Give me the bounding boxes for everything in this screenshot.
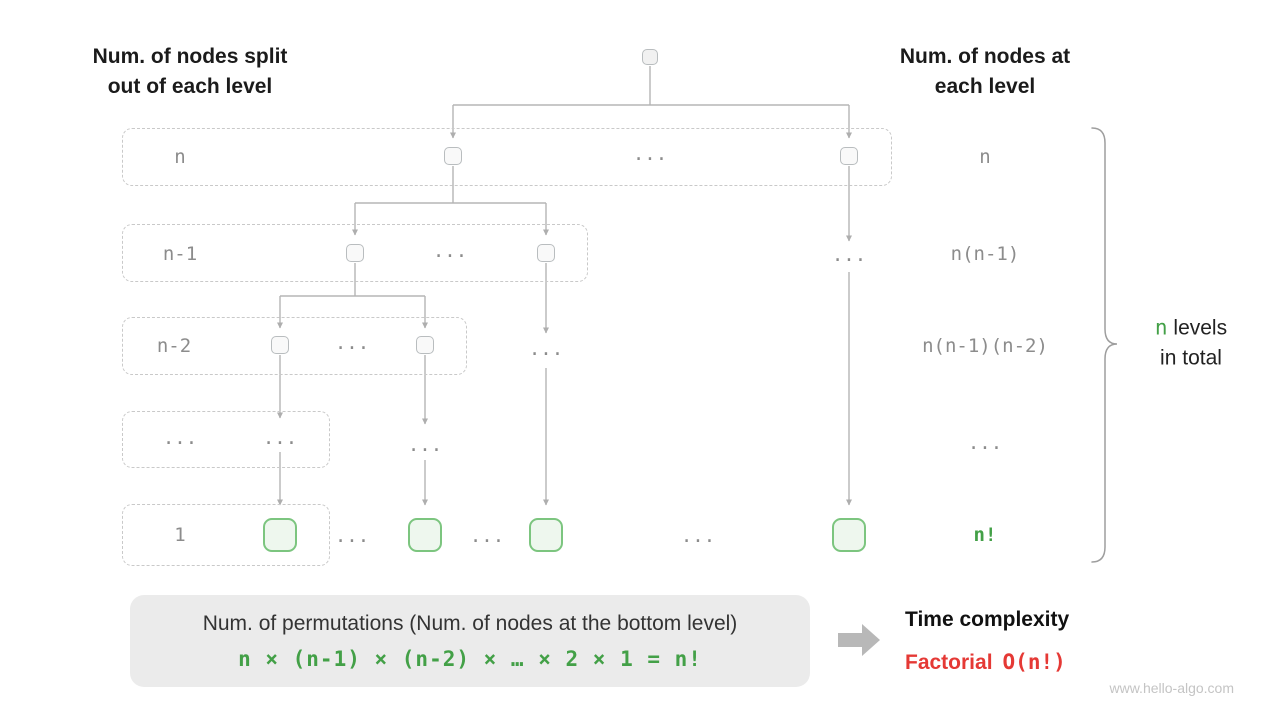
- brace-label-line2: in total: [1160, 346, 1222, 370]
- split-label-level-2: n-1: [162, 243, 198, 265]
- arrow-right-icon: [838, 624, 880, 656]
- count-label-level-4: ...: [967, 432, 1003, 454]
- summary-caption: Num. of permutations (Num. of nodes at t…: [202, 611, 738, 635]
- brace-icon: [1091, 127, 1118, 563]
- leaf-node: [529, 518, 563, 552]
- tree-node: [416, 336, 434, 354]
- leaf-node: [832, 518, 866, 552]
- level-box-2: [122, 224, 588, 282]
- tree-node: [537, 244, 555, 262]
- ellipsis: ...: [334, 332, 370, 354]
- tree-node: [444, 147, 462, 165]
- level-box-5: [122, 504, 330, 566]
- leaf-node: [408, 518, 442, 552]
- tree-node: [346, 244, 364, 262]
- brace-label-n: n: [1154, 315, 1168, 340]
- tree-edges: [277, 66, 852, 506]
- count-label-level-2: n(n-1): [950, 243, 1020, 265]
- result-notation: O(n!): [1002, 650, 1066, 674]
- result-title: Time complexity: [905, 608, 1070, 631]
- watermark: www.hello-algo.com: [1109, 680, 1235, 696]
- summary-formula: n × (n-1) × (n-2) × … × 2 × 1 = n!: [238, 646, 702, 671]
- leaf-node: [263, 518, 297, 552]
- split-label-level-1: n: [174, 146, 186, 168]
- count-label-level-3: n(n-1)(n-2): [922, 335, 1048, 357]
- right-header: Num. of nodes at each level: [899, 45, 1071, 98]
- count-label-level-1: n: [979, 146, 991, 168]
- level-box-4: [122, 411, 330, 468]
- ellipsis: ...: [831, 244, 867, 266]
- tree-node: [271, 336, 289, 354]
- split-label-level-5: 1: [174, 524, 186, 546]
- brace-label-line1: n levels: [1155, 313, 1227, 344]
- split-label-level-3: n-2: [156, 335, 192, 357]
- brace-label-levels: levels: [1173, 316, 1228, 340]
- ellipsis: ...: [334, 525, 370, 547]
- brace-label: n levels in total: [1155, 313, 1227, 374]
- split-label-level-4: ...: [162, 427, 198, 449]
- ellipsis: ...: [528, 338, 564, 360]
- ellipsis: ...: [407, 434, 443, 456]
- result-value: Factorial O(n!): [905, 650, 1066, 675]
- ellipsis: ...: [680, 525, 716, 547]
- level-box-1: [122, 128, 892, 186]
- ellipsis: ...: [432, 240, 468, 262]
- tree-node: [840, 147, 858, 165]
- left-header: Num. of nodes split out of each level: [92, 45, 288, 98]
- ellipsis: ...: [632, 143, 668, 165]
- ellipsis: ...: [262, 427, 298, 449]
- result-name: Factorial: [905, 651, 993, 674]
- root-node: [642, 49, 658, 65]
- ellipsis: ...: [469, 525, 505, 547]
- summary-box: Num. of permutations (Num. of nodes at t…: [130, 595, 810, 687]
- count-label-level-5: n!: [973, 524, 997, 546]
- level-box-3: [122, 317, 467, 375]
